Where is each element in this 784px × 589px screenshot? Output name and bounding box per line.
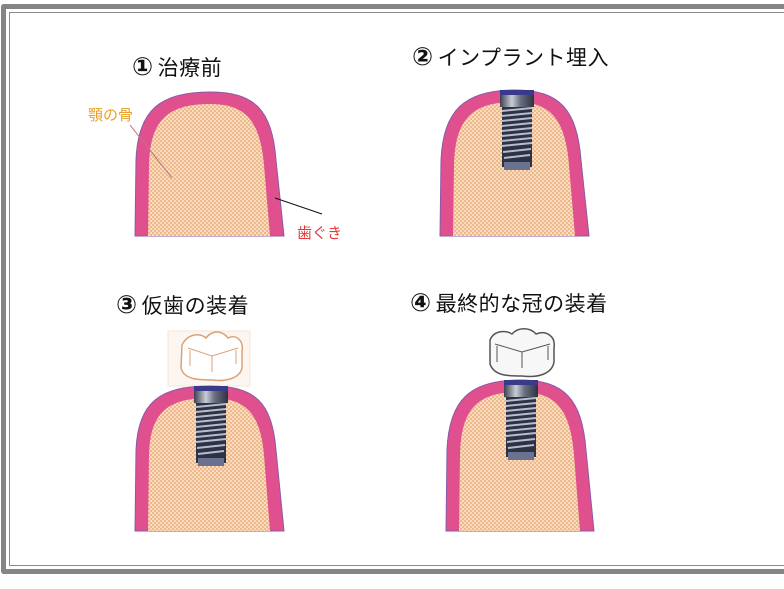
step-number: ① [132,52,154,81]
step-title: 仮歯の装着 [141,294,250,318]
step-number: ④ [410,288,432,317]
step-number: ② [412,42,434,71]
bone-label: 顎の骨 [88,106,134,124]
step-title: インプラント埋入 [437,46,610,70]
inner-frame [9,12,784,566]
step-title: 治療前 [157,56,223,80]
step-number: ③ [116,290,138,319]
step-title: 最終的な冠の装着 [435,292,608,316]
outer-frame [1,4,784,574]
gum-label: 歯ぐき [297,224,343,242]
implant-icon [503,379,539,461]
